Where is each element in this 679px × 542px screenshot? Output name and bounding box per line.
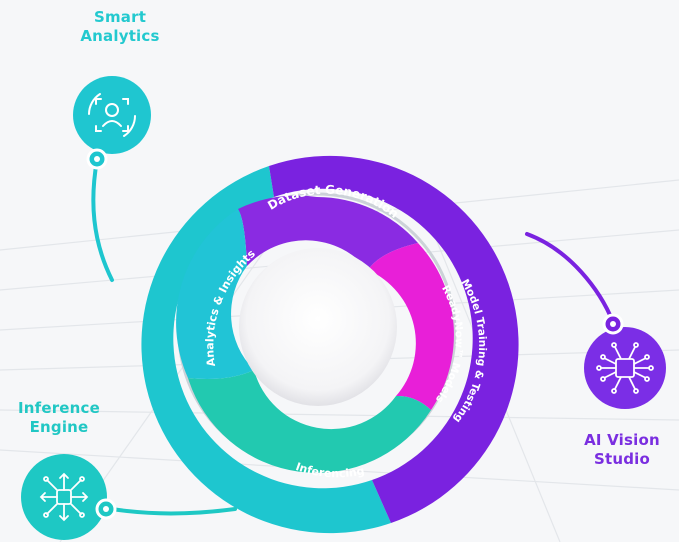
ai-vision-studio-title-line1: AI Vision <box>584 431 660 449</box>
smart-analytics-node[interactable] <box>73 76 151 170</box>
inference-engine-title-line1: Inference <box>17 399 101 417</box>
segment-inferencing[interactable] <box>188 370 431 473</box>
inference-engine-title-line2: Engine <box>29 418 89 436</box>
ai-vision-studio-node[interactable] <box>584 313 666 409</box>
ai-vision-studio-title: AI Vision Studio <box>566 431 678 469</box>
circuit-chip-icon <box>596 342 654 394</box>
inference-engine-connector <box>110 507 237 516</box>
smart-analytics-connector <box>91 158 114 282</box>
outer-ring-purple <box>269 155 519 523</box>
network-hub-icon <box>39 472 89 522</box>
inference-engine-node[interactable] <box>21 454 117 540</box>
segment-analytics-insights[interactable] <box>176 209 254 379</box>
center-hole <box>239 248 397 406</box>
face-scan-icon <box>88 93 136 137</box>
smart-analytics-title: Smart Analytics <box>60 8 180 46</box>
inference-engine-title: Inference Engine <box>0 399 118 437</box>
smart-analytics-title-line1: Smart <box>93 8 147 26</box>
outer-ring-teal <box>141 166 391 534</box>
segment-model-training[interactable] <box>368 243 454 410</box>
ai-vision-connector <box>525 232 615 324</box>
ai-vision-studio-title-line2: Studio <box>593 450 651 468</box>
smart-analytics-title-line2: Analytics <box>80 27 160 45</box>
segment-dataset-generation[interactable] <box>238 195 418 270</box>
